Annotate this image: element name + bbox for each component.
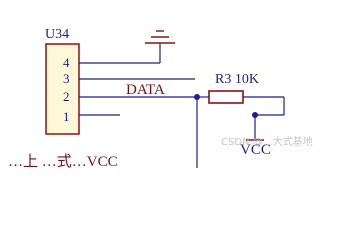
- vcc-label: VCC: [240, 142, 271, 158]
- ic-body: [45, 43, 80, 135]
- pin-label-1: 1: [63, 109, 70, 124]
- data-net-label: DATA: [126, 82, 165, 98]
- pin-label-3: 3: [63, 71, 70, 86]
- watermark-text: CSDN @…大式基地: [221, 135, 313, 148]
- bottom-cropped-text: …上 …式…VCC: [8, 153, 118, 168]
- ic-reference-label: U34: [45, 27, 69, 42]
- resistor-label: R3 10K: [215, 72, 259, 87]
- resistor-r3: [208, 90, 244, 104]
- pin-label-4: 4: [63, 55, 70, 70]
- schematic-diagram: U34 4 3 2 1 DATA R3 10K VCC: [8, 27, 313, 168]
- pin-label-2: 2: [63, 89, 70, 104]
- schematic-canvas: U34 4 3 2 1 DATA R3 10K VCC: [8, 27, 313, 168]
